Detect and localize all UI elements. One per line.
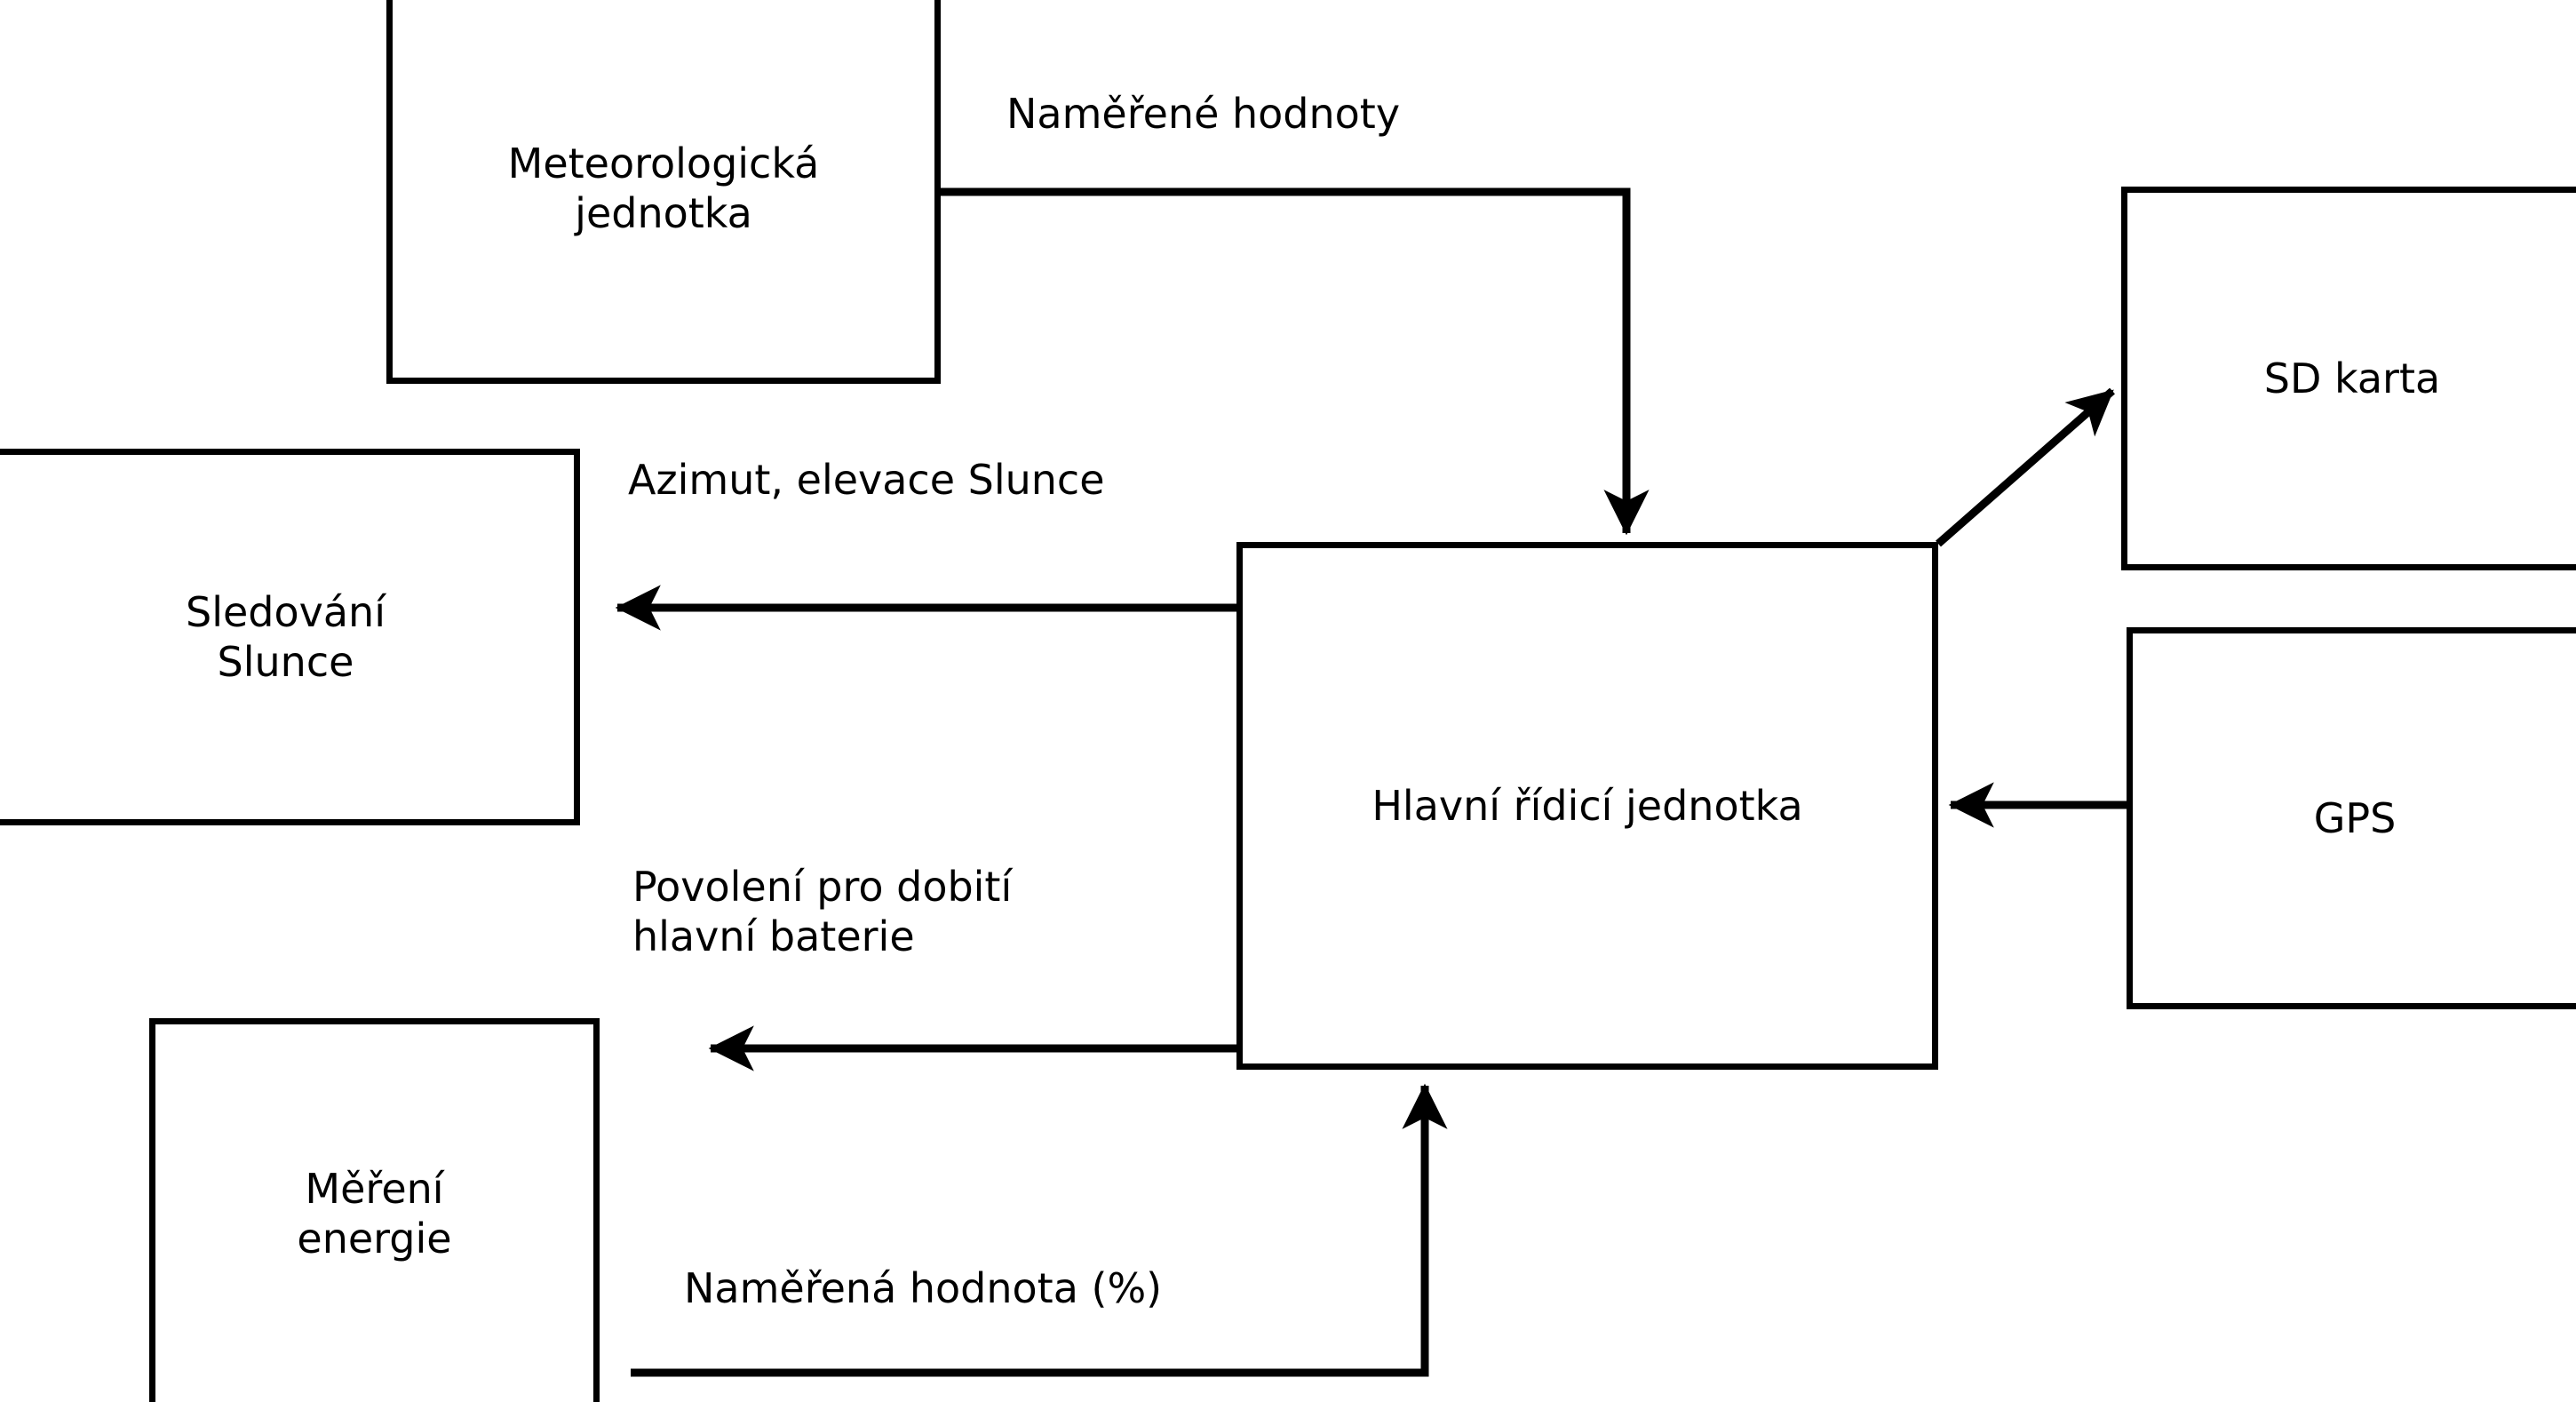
node-label: SD karta xyxy=(2263,354,2441,402)
edge-measured-values xyxy=(937,187,1650,536)
node-mereni-energie[interactable]: Měření energie xyxy=(149,1018,600,1402)
edge-label-measured-percent: Naměřená hodnota (%) xyxy=(684,1264,1163,1312)
node-label: Meteorologická jednotka xyxy=(507,139,820,237)
node-label: Sledování Slunce xyxy=(186,587,386,686)
node-hlavni-ridici-jednotka[interactable]: Hlavní řídicí jednotka xyxy=(1236,542,1938,1070)
node-sd-karta[interactable]: SD karta xyxy=(2121,187,2576,570)
edge-to-sdcard xyxy=(1936,387,2115,547)
edge-label-charge-permission: Povolení pro dobití hlavní baterie xyxy=(632,863,1013,961)
node-label: GPS xyxy=(2313,793,2397,842)
node-sledovani-slunce[interactable]: Sledování Slunce xyxy=(0,449,580,825)
edge-label-sun-position: Azimut, elevace Slunce xyxy=(628,456,1105,504)
edge-measured-percent xyxy=(631,1083,1448,1377)
edge-label-measured-values: Naměřené hodnoty xyxy=(1006,90,1401,138)
node-gps[interactable]: GPS xyxy=(2127,627,2576,1009)
node-meteorologicka-jednotka[interactable]: Meteorologická jednotka xyxy=(386,0,941,384)
node-label: Hlavní řídicí jednotka xyxy=(1371,781,1803,830)
node-label: Měření energie xyxy=(297,1164,452,1263)
